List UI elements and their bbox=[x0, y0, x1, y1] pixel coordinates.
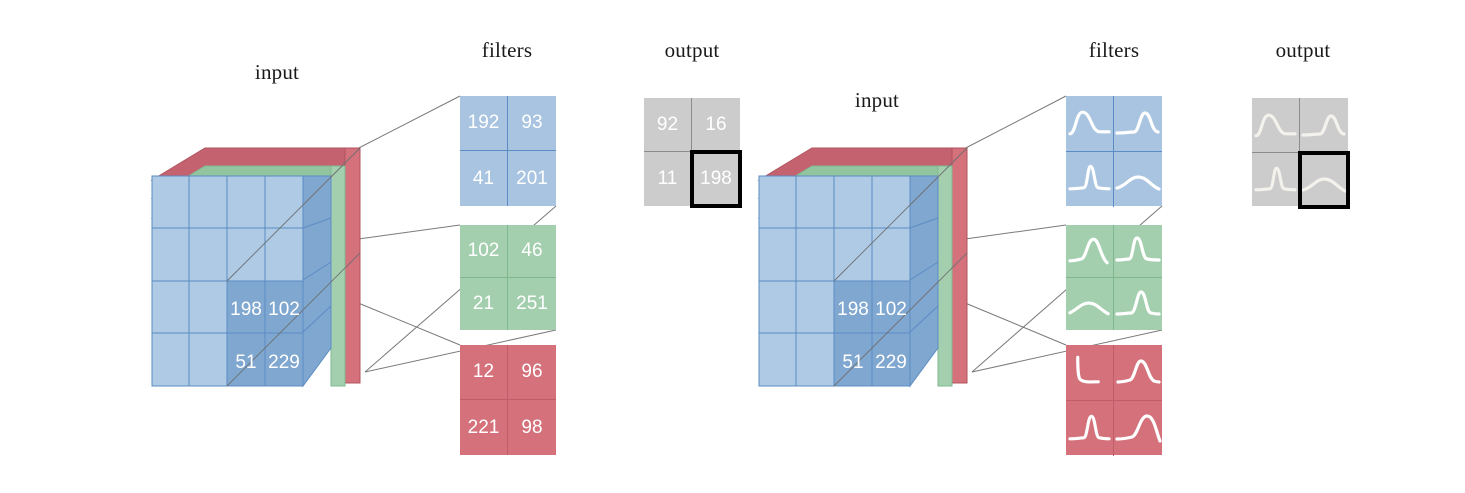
spike-left-icon bbox=[1115, 236, 1161, 262]
filter-cell-curve bbox=[1114, 401, 1162, 456]
filter-blue-left[interactable]: 192 93 41 201 bbox=[460, 96, 556, 206]
filter-cell-curve bbox=[1066, 278, 1114, 330]
filter-cell: 41 bbox=[460, 151, 508, 206]
filter-red-left[interactable]: 12 96 221 98 bbox=[460, 345, 556, 455]
cube-cell-value: 229 bbox=[875, 352, 907, 373]
cube-cell-value: 51 bbox=[235, 352, 256, 373]
label-filters-right: filters bbox=[1088, 38, 1140, 62]
spike-right-icon bbox=[1115, 290, 1161, 316]
cube-diagonal-guides bbox=[226, 147, 361, 387]
bump-right-narrow-icon bbox=[1301, 114, 1346, 137]
cube-cell-value: 51 bbox=[842, 352, 863, 373]
spike-center-icon bbox=[1068, 414, 1111, 441]
filter-green-right[interactable] bbox=[1066, 225, 1162, 330]
cube-cell-value: 102 bbox=[268, 299, 300, 320]
filter-blue-right[interactable] bbox=[1066, 96, 1162, 207]
filter-cell: 93 bbox=[508, 96, 556, 151]
wide-hump-right-icon bbox=[1115, 414, 1162, 443]
bump-left-wide-icon bbox=[1254, 113, 1297, 138]
filter-cell-curve bbox=[1066, 96, 1114, 152]
filter-cell: 98 bbox=[521, 416, 543, 438]
filter-cell: 46 bbox=[508, 225, 556, 278]
filter-cell: 96 bbox=[508, 345, 556, 400]
low-broad-hump-icon bbox=[1068, 301, 1110, 316]
bump-center-icon bbox=[1116, 359, 1161, 384]
bump-left-wide-icon bbox=[1068, 110, 1111, 136]
filter-cell: 102 bbox=[460, 225, 508, 278]
cube-cell-value: 229 bbox=[268, 352, 300, 373]
filter-cell: 21 bbox=[460, 277, 508, 330]
output-cell: 16 bbox=[692, 98, 740, 152]
input-cube-right: 198 102 51 229 bbox=[752, 140, 1052, 430]
cube-diagonal-guides bbox=[833, 147, 968, 387]
filter-cell-curve bbox=[1066, 225, 1114, 278]
label-output-left: output bbox=[664, 38, 720, 62]
broad-hump-icon bbox=[1301, 177, 1347, 193]
input-cube-left: 198 102 51 229 bbox=[145, 140, 445, 430]
output-grid-left[interactable]: 92 16 11 198 bbox=[644, 98, 742, 208]
output-grid-right[interactable] bbox=[1252, 98, 1350, 209]
output-cell-curve-selected[interactable] bbox=[1298, 151, 1350, 209]
label-input-right: input bbox=[854, 88, 900, 112]
output-cell-curve bbox=[1252, 98, 1300, 153]
filter-cell-curve bbox=[1066, 152, 1114, 207]
output-cell: 11 bbox=[644, 152, 692, 206]
filter-green-left[interactable]: 102 46 21 251 bbox=[460, 225, 556, 330]
cube-cell-value: 102 bbox=[875, 299, 907, 320]
spike-center-icon bbox=[1254, 166, 1297, 192]
cube-cell-value: 198 bbox=[230, 299, 262, 320]
cube-front-face bbox=[151, 175, 304, 387]
bump-right-narrow-icon bbox=[1115, 111, 1160, 135]
filter-cell-curve bbox=[1066, 345, 1114, 401]
filter-red-right[interactable] bbox=[1066, 345, 1162, 456]
cube-layer-blue-side bbox=[302, 175, 332, 388]
filter-cell-curve bbox=[1066, 401, 1114, 456]
filter-cell: 192 bbox=[460, 96, 508, 151]
output-cell: 92 bbox=[644, 98, 692, 152]
filter-cell: 221 bbox=[460, 400, 508, 455]
filter-cell-curve bbox=[1114, 225, 1162, 278]
spike-center-icon bbox=[1068, 164, 1111, 191]
filter-cell: 201 bbox=[516, 167, 548, 189]
cube-layer-blue-side bbox=[909, 175, 939, 388]
label-filters-left: filters bbox=[481, 38, 533, 62]
filter-cell: 12 bbox=[460, 345, 508, 400]
broad-hump-icon bbox=[1115, 175, 1161, 191]
step-drop-icon bbox=[1076, 355, 1100, 384]
filter-cell-curve bbox=[1114, 345, 1162, 401]
output-cell-curve bbox=[1300, 98, 1348, 153]
output-cell-curve bbox=[1252, 153, 1300, 207]
filter-cell-curve bbox=[1114, 278, 1162, 330]
label-output-right: output bbox=[1275, 38, 1331, 62]
filter-cell-curve bbox=[1114, 152, 1162, 207]
output-cell-selected[interactable]: 198 bbox=[690, 150, 742, 208]
label-input-left: input bbox=[254, 60, 300, 84]
filter-cell-curve bbox=[1114, 96, 1162, 152]
filter-cell: 251 bbox=[516, 292, 548, 314]
rising-hump-icon bbox=[1068, 237, 1109, 265]
cube-cell-value: 198 bbox=[837, 299, 869, 320]
